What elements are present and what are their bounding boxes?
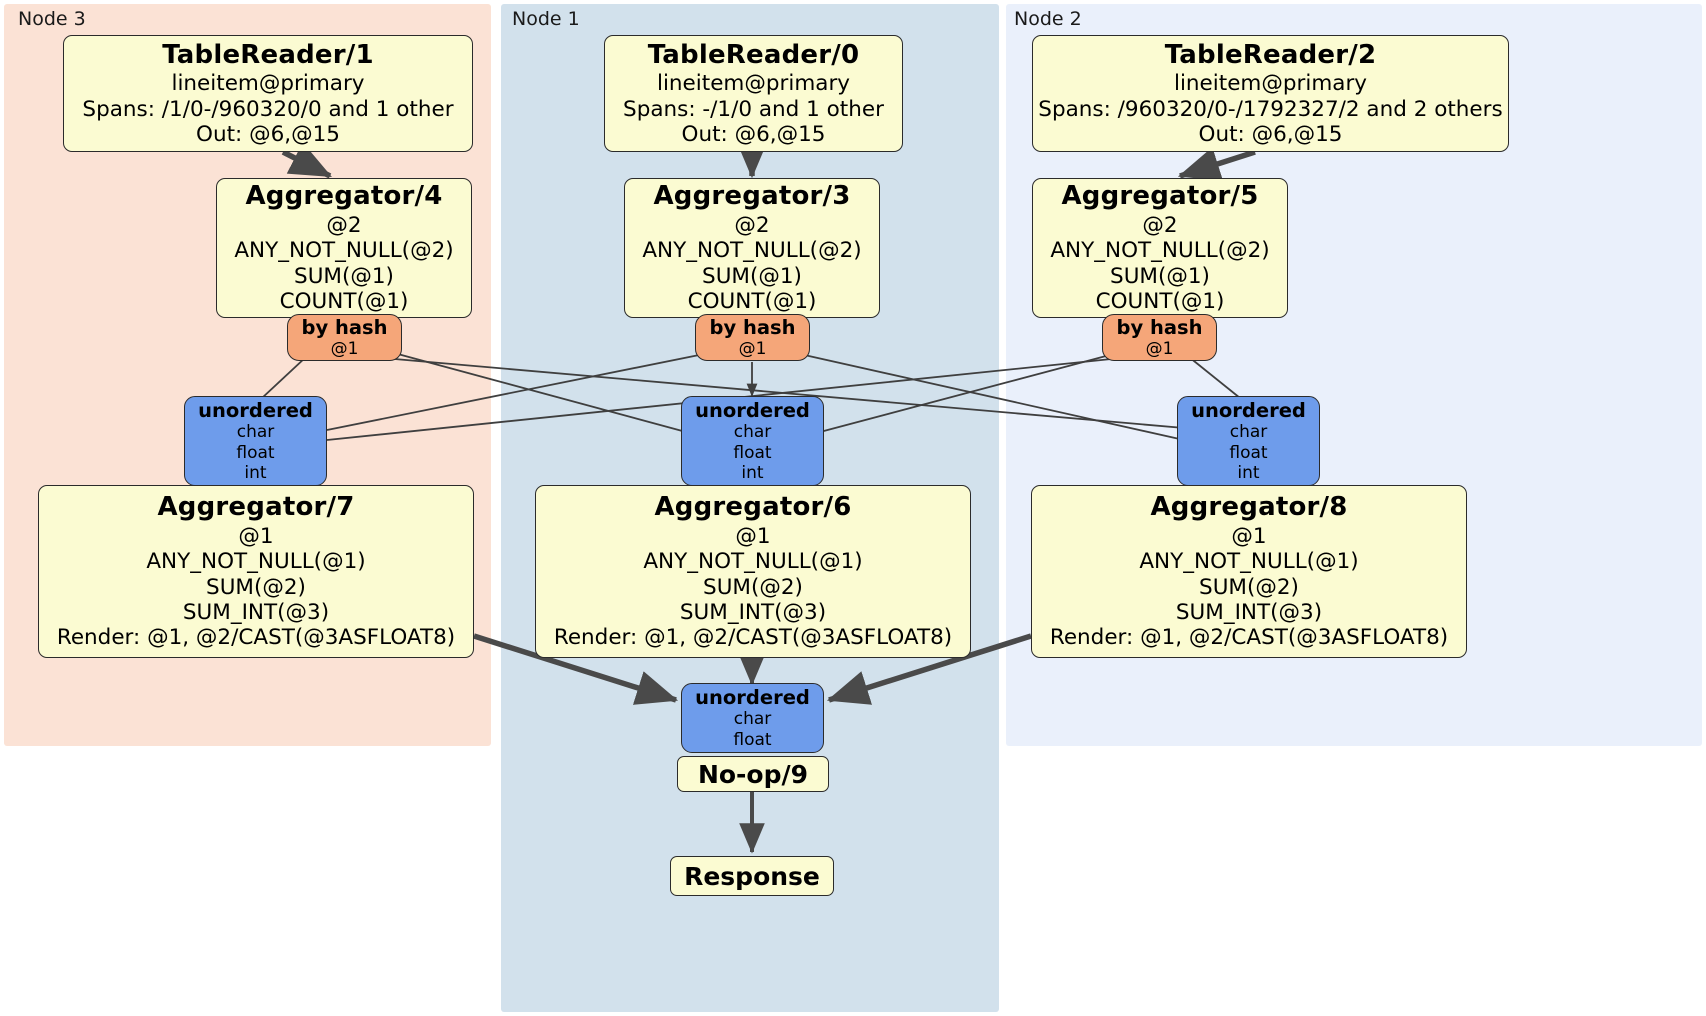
- processor-line: @2: [1142, 213, 1178, 239]
- output-line: @1: [330, 338, 359, 359]
- input-line: int: [244, 462, 267, 483]
- processor-tablereader-2[interactable]: TableReader/2 lineitem@primary Spans: /9…: [1032, 35, 1509, 152]
- processor-line: @1: [1231, 523, 1267, 549]
- input-title: unordered: [198, 398, 313, 422]
- processor-aggregator-4[interactable]: Aggregator/4 @2 ANY_NOT_NULL(@2) SUM(@1)…: [216, 178, 472, 318]
- input-line: float: [733, 442, 772, 463]
- processor-line: SUM_INT(@3): [182, 600, 330, 626]
- output-by-hash-left[interactable]: by hash @1: [287, 314, 402, 361]
- processor-title: Response: [684, 861, 820, 891]
- processor-line: SUM(@2): [206, 574, 306, 600]
- processor-line: ANY_NOT_NULL(@2): [234, 238, 454, 264]
- input-line: float: [236, 442, 275, 463]
- processor-line: SUM(@2): [703, 574, 803, 600]
- input-line: char: [236, 422, 275, 443]
- processor-line: Render: @1, @2/CAST(@3ASFLOAT8): [56, 625, 456, 651]
- input-title: unordered: [695, 398, 810, 422]
- processor-line: SUM(@1): [294, 263, 394, 289]
- output-by-hash-mid[interactable]: by hash @1: [695, 314, 810, 361]
- processor-line: ANY_NOT_NULL(@2): [642, 238, 862, 264]
- processor-title: Aggregator/3: [653, 181, 851, 212]
- processor-title: Aggregator/8: [1150, 492, 1348, 523]
- input-line: char: [1229, 422, 1268, 443]
- processor-tablereader-1[interactable]: TableReader/1 lineitem@primary Spans: /1…: [63, 35, 473, 152]
- processor-line: SUM_INT(@3): [679, 600, 827, 626]
- processor-line: Render: @1, @2/CAST(@3ASFLOAT8): [1049, 625, 1449, 651]
- output-title: by hash: [709, 315, 796, 339]
- input-line: char: [733, 422, 772, 443]
- processor-line: COUNT(@1): [279, 289, 409, 315]
- processor-title: TableReader/2: [1164, 39, 1377, 70]
- processor-title: No-op/9: [697, 759, 809, 789]
- processor-line: Render: @1, @2/CAST(@3ASFLOAT8): [553, 625, 953, 651]
- input-title: unordered: [695, 685, 810, 709]
- input-title: unordered: [1191, 398, 1306, 422]
- processor-line: @2: [326, 213, 362, 239]
- processor-title: Aggregator/4: [245, 181, 443, 212]
- processor-line: ANY_NOT_NULL(@1): [643, 549, 863, 575]
- processor-line: Out: @6,@15: [681, 122, 826, 148]
- processor-line: Spans: /960320/0-/1792327/2 and 2 others: [1038, 96, 1503, 122]
- processor-aggregator-5[interactable]: Aggregator/5 @2 ANY_NOT_NULL(@2) SUM(@1)…: [1032, 178, 1288, 318]
- processor-title: Aggregator/6: [654, 492, 852, 523]
- input-unordered-mid[interactable]: unordered char float int: [681, 396, 824, 486]
- processor-line: Out: @6,@15: [1198, 122, 1343, 148]
- processor-line: COUNT(@1): [687, 289, 817, 315]
- processor-line: @2: [734, 213, 770, 239]
- processor-title: TableReader/1: [162, 39, 374, 70]
- processor-line: lineitem@primary: [171, 71, 365, 97]
- processor-title: Aggregator/5: [1061, 181, 1259, 212]
- output-line: @1: [1145, 338, 1174, 359]
- processor-line: ANY_NOT_NULL(@1): [1139, 549, 1359, 575]
- output-title: by hash: [1116, 315, 1203, 339]
- input-line: int: [1237, 462, 1260, 483]
- processor-line: COUNT(@1): [1095, 289, 1225, 315]
- input-line: float: [733, 729, 772, 750]
- processor-line: Spans: /1/0-/960320/0 and 1 other: [82, 96, 454, 122]
- output-by-hash-right[interactable]: by hash @1: [1102, 314, 1217, 361]
- processor-line: Out: @6,@15: [196, 122, 340, 148]
- processor-line: SUM(@1): [1110, 263, 1210, 289]
- processor-line: SUM(@2): [1199, 574, 1299, 600]
- processor-line: lineitem@primary: [656, 71, 851, 97]
- processor-line: SUM_INT(@3): [1175, 600, 1323, 626]
- processor-aggregator-3[interactable]: Aggregator/3 @2 ANY_NOT_NULL(@2) SUM(@1)…: [624, 178, 880, 318]
- input-line: int: [741, 462, 764, 483]
- processor-line: Spans: -/1/0 and 1 other: [623, 96, 884, 122]
- node-panel-node3-label: Node 3: [18, 8, 86, 30]
- input-unordered-left[interactable]: unordered char float int: [184, 396, 327, 486]
- processor-line: SUM(@1): [702, 263, 802, 289]
- processor-noop-9[interactable]: No-op/9: [677, 756, 829, 792]
- input-line: char: [733, 709, 772, 730]
- processor-tablereader-0[interactable]: TableReader/0 lineitem@primary Spans: -/…: [604, 35, 903, 152]
- node-panel-node1-label: Node 1: [512, 8, 580, 30]
- processor-title: Aggregator/7: [157, 492, 355, 523]
- processor-aggregator-8[interactable]: Aggregator/8 @1 ANY_NOT_NULL(@1) SUM(@2)…: [1031, 485, 1467, 658]
- processor-line: lineitem@primary: [1173, 71, 1368, 97]
- processor-response[interactable]: Response: [670, 856, 834, 896]
- input-unordered-final[interactable]: unordered char float: [681, 683, 824, 753]
- input-line: float: [1229, 442, 1268, 463]
- output-title: by hash: [301, 315, 388, 339]
- output-line: @1: [738, 338, 767, 359]
- processor-line: @1: [735, 523, 771, 549]
- processor-line: ANY_NOT_NULL(@2): [1050, 238, 1270, 264]
- processor-aggregator-7[interactable]: Aggregator/7 @1 ANY_NOT_NULL(@1) SUM(@2)…: [38, 485, 474, 658]
- input-unordered-right[interactable]: unordered char float int: [1177, 396, 1320, 486]
- node-panel-node2-label: Node 2: [1014, 8, 1082, 30]
- processor-line: ANY_NOT_NULL(@1): [146, 549, 366, 575]
- processor-title: TableReader/0: [647, 39, 860, 70]
- processor-aggregator-6[interactable]: Aggregator/6 @1 ANY_NOT_NULL(@1) SUM(@2)…: [535, 485, 971, 658]
- processor-line: @1: [238, 523, 274, 549]
